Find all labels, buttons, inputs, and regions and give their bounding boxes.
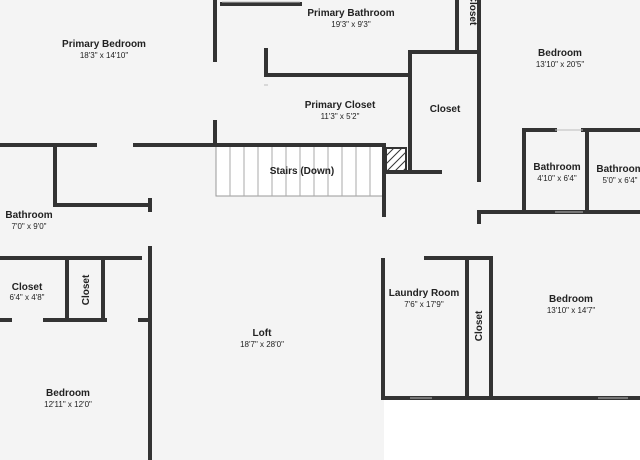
room-dims: 13'10" x 14'7" [547, 306, 595, 315]
room-name: Bedroom [46, 388, 90, 399]
room-name: Primary Bedroom [62, 39, 146, 50]
room-name: Primary Bathroom [307, 8, 394, 19]
room-name: Loft [253, 328, 273, 339]
room-dims: 18'7" x 28'0" [240, 340, 284, 349]
room-bathroom-w: Bathroom 7'0" x 9'0" [5, 210, 52, 231]
windows [222, 1, 628, 399]
room-primary-bathroom: Primary Bathroom 19'3" x 9'3" [307, 8, 394, 29]
room-laundry: Laundry Room 7'6" x 17'9" [389, 288, 460, 309]
room-name: Closet [430, 104, 461, 115]
room-name: Bedroom [549, 294, 593, 305]
room-bathroom-e2: Bathroom 5'0" x 6'4" [596, 164, 640, 185]
room-dims: 13'10" x 20'5" [536, 60, 584, 69]
room-dims: 18'3" x 14'10" [80, 51, 128, 60]
room-dims: 5'0" x 6'4" [603, 176, 638, 185]
room-dims: 4'10" x 6'4" [537, 174, 577, 183]
room-primary-bedroom: Primary Bedroom 18'3" x 14'10" [62, 39, 146, 60]
room-name: Primary Closet [305, 100, 376, 111]
room-closet-top: Closet [467, 0, 478, 26]
room-bedroom-se: Bedroom 13'10" x 14'7" [547, 294, 595, 315]
room-primary-closet: Primary Closet 11'3" x 5'2" [305, 100, 376, 121]
room-name: Stairs (Down) [270, 166, 334, 177]
staircase [215, 145, 385, 197]
room-dims: 11'3" x 5'2" [321, 112, 360, 121]
room-bedroom-sw: Bedroom 12'11" x 12'0" [44, 388, 92, 409]
room-name: Closet [474, 310, 485, 341]
room-dims: 6'4" x 4'8" [10, 293, 45, 302]
room-bathroom-e1: Bathroom 4'10" x 6'4" [533, 162, 580, 183]
room-bedroom-ne: Bedroom 13'10" x 20'5" [536, 48, 584, 69]
room-closet-w-small: Closet [81, 274, 92, 305]
room-closet-center: Closet [430, 104, 461, 115]
room-name: Closet [12, 282, 43, 293]
room-name: Closet [467, 0, 478, 26]
room-name: Laundry Room [389, 288, 460, 299]
room-closet-w: Closet 6'4" x 4'8" [10, 282, 45, 302]
room-name: Bedroom [538, 48, 582, 59]
hatched-chase [385, 147, 407, 173]
room-dims: 19'3" x 9'3" [331, 20, 371, 29]
room-closet-laundry: Closet [474, 310, 485, 341]
room-name: Bathroom [596, 164, 640, 175]
room-name: Bathroom [5, 210, 52, 221]
room-loft: Loft 18'7" x 28'0" [240, 328, 284, 349]
room-dims: 7'6" x 17'9" [404, 300, 444, 309]
room-name: Bathroom [533, 162, 580, 173]
room-stairs: Stairs (Down) [270, 166, 334, 177]
room-dims: 12'11" x 12'0" [44, 400, 92, 409]
room-dims: 7'0" x 9'0" [12, 222, 47, 231]
room-name: Closet [81, 274, 92, 305]
